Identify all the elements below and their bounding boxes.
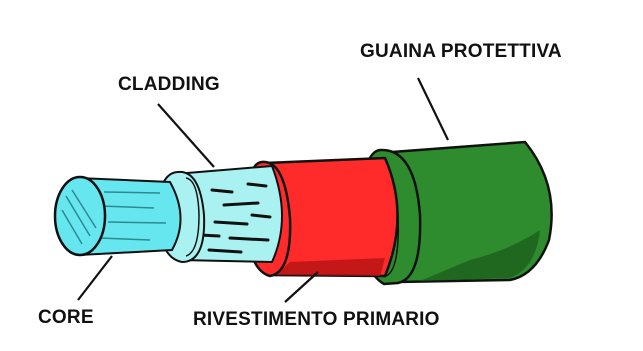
coating-pointer — [284, 271, 319, 303]
cladding-pointer — [157, 103, 215, 168]
core-face-streaks — [61, 189, 97, 245]
core-pointer — [77, 255, 113, 301]
cladding-label: CLADDING — [118, 74, 220, 95]
jacket-shade — [420, 230, 540, 281]
coating-shade — [275, 258, 385, 276]
coating-label: RIVESTIMENTO PRIMARIO — [193, 309, 440, 330]
coating-body — [263, 156, 399, 278]
cladding-rim — [185, 177, 200, 257]
jacket-pointer — [417, 77, 449, 141]
jacket-label: GUAINA PROTETTIVA — [360, 41, 562, 62]
cladding-hatching — [198, 182, 272, 254]
core-end-face — [53, 175, 107, 257]
core-streaks — [99, 191, 167, 241]
core-label: CORE — [38, 307, 94, 328]
core-body — [76, 176, 182, 257]
core — [53, 175, 182, 257]
pointer-lines — [77, 77, 449, 303]
